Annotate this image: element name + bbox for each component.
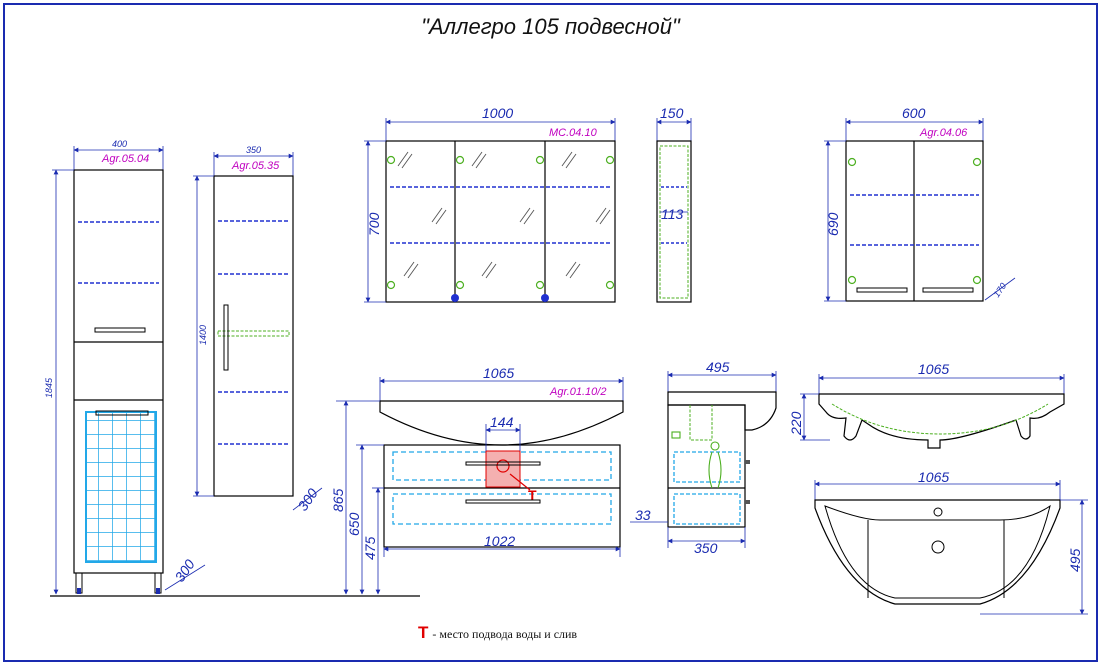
legend-text: - место подвода воды и слив (432, 627, 578, 641)
small-cabinet: 600 Agr.04.06 690 170 (824, 105, 1016, 302)
mirror-cabinet-height: 700 (366, 212, 382, 236)
vanity-width: 1065 (483, 365, 514, 381)
mirror-cabinet-side: 150 113 (656, 105, 692, 303)
vanity-side-offset: 33 (635, 507, 651, 523)
sink-top-view: 1065 495 (814, 469, 1088, 615)
drawing-title: "Аллегро 105 подвесной" (421, 14, 680, 39)
tall-cabinet-article: Agr.05.04 (101, 153, 149, 165)
mirror-cabinet-article: MC.04.10 (549, 127, 598, 139)
vanity-front: 1065 Agr.01.10/2 T 144 1022 865 650 475 (330, 365, 624, 595)
legend: T- место подвода воды и слив (418, 623, 577, 643)
svg-text:T: T (528, 487, 537, 503)
tall-cabinet-depth: 300 (171, 556, 198, 584)
vanity-side-depth: 495 (706, 359, 730, 375)
small-cabinet-article: Agr.04.06 (919, 127, 968, 139)
legend-marker: T (418, 623, 429, 642)
tall-cabinet-height: 1845 (44, 377, 54, 398)
narrow-cabinet-height: 1400 (198, 325, 208, 345)
vanity-inner-width: 1022 (484, 533, 515, 549)
narrow-cabinet-depth: 300 (294, 485, 321, 513)
sink-side-height: 220 (788, 411, 804, 436)
mirror-cabinet: 1000 MC.04.10 700 (364, 105, 616, 303)
vanity-height-total: 865 (330, 488, 346, 512)
vanity-side-base: 350 (694, 540, 718, 556)
vanity-side: 495 350 33 (630, 359, 777, 556)
tall-cabinet-width: 400 (112, 139, 127, 149)
small-cabinet-width: 600 (902, 105, 926, 121)
sink-side-width: 1065 (918, 361, 949, 377)
tall-cabinet: 400 Agr.05.04 1845 300 (44, 139, 206, 595)
vanity-article: Agr.01.10/2 (549, 386, 606, 398)
small-cabinet-height: 690 (825, 212, 841, 236)
vanity-pipe-width: 144 (490, 414, 514, 430)
narrow-cabinet-width: 350 (246, 145, 261, 155)
mirror-cabinet-depth: 150 (660, 105, 684, 121)
vanity-height-low: 475 (362, 536, 378, 560)
narrow-cabinet-article: Agr.05.35 (231, 160, 280, 172)
sink-top-width: 1065 (918, 469, 949, 485)
mirror-cabinet-width: 1000 (482, 105, 513, 121)
sink-top-depth: 495 (1067, 548, 1083, 572)
narrow-cabinet: 350 Agr.05.35 1400 300 (193, 145, 323, 514)
mirror-cabinet-shelf-depth: 113 (661, 206, 684, 222)
vanity-height-mid: 650 (346, 512, 362, 536)
laundry-basket (85, 411, 157, 563)
drawing-border (3, 3, 1098, 662)
sink-side-view: 1065 220 (788, 361, 1065, 449)
small-cabinet-depth: 170 (991, 281, 1008, 299)
